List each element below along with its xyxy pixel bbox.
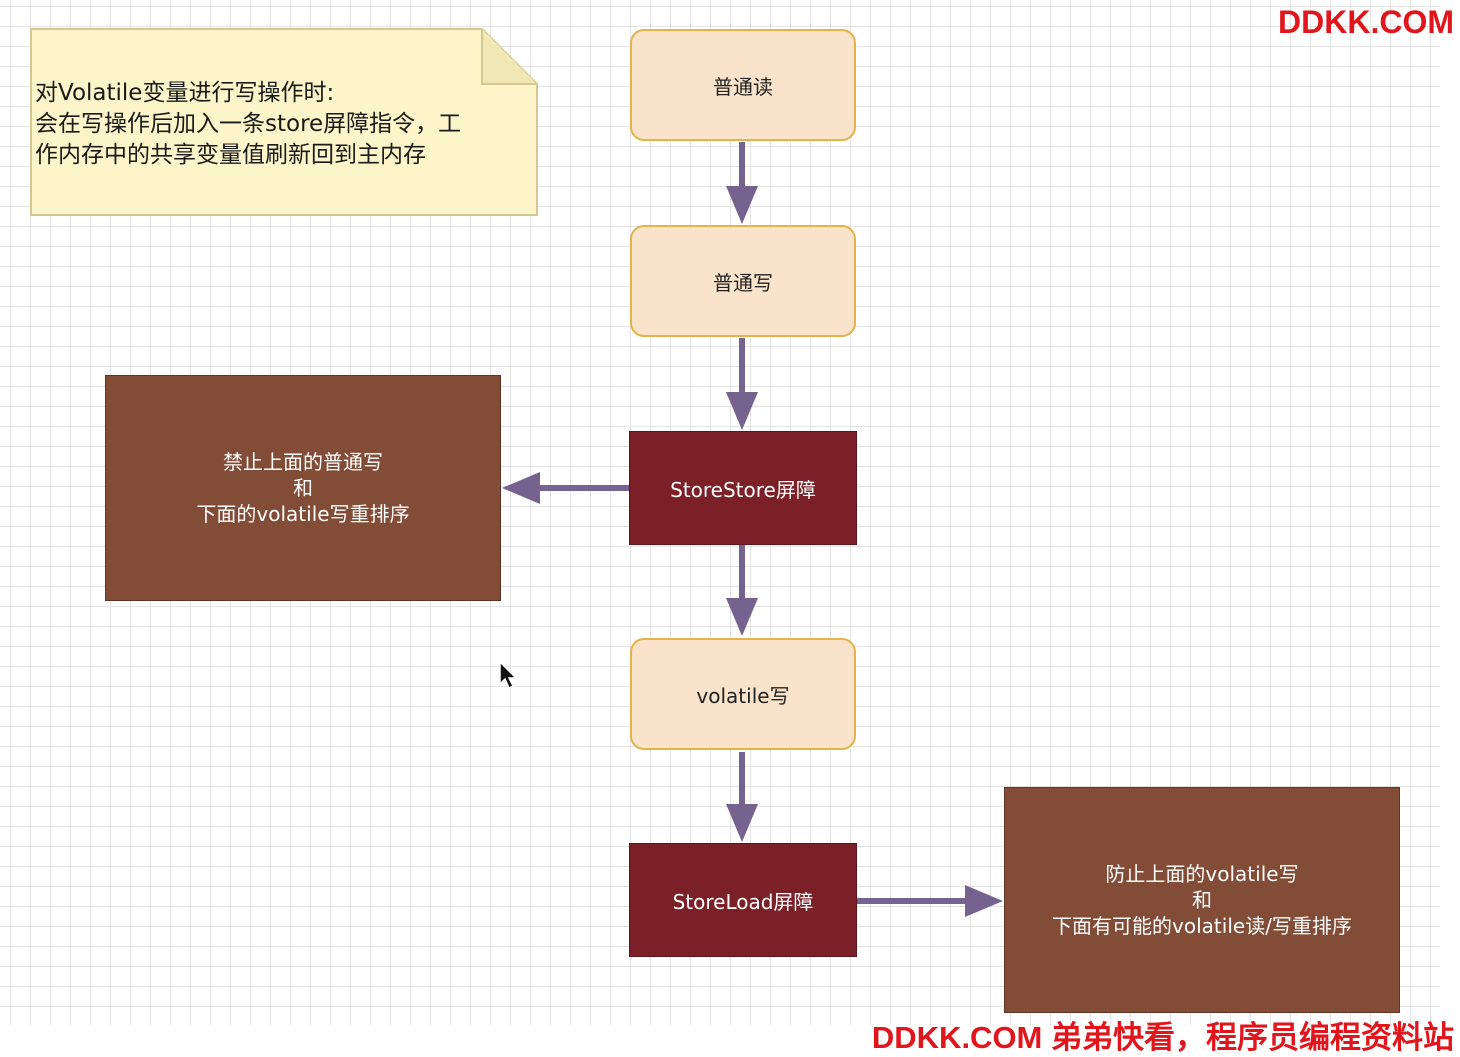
- storeload-desc-line-2: 和: [1192, 888, 1212, 912]
- arrowhead-read-to-write: [726, 186, 758, 224]
- note-line-2: 会在写操作后加入一条store屏障指令，工: [35, 111, 462, 137]
- storestore-desc-line-2: 和: [293, 476, 313, 500]
- node-storeload-barrier[interactable]: StoreLoad屏障: [629, 843, 857, 957]
- node-normal-read[interactable]: 普通读: [630, 29, 856, 141]
- watermark-bottom: DDKK.COM 弟弟快看，程序员编程资料站: [871, 1020, 1454, 1055]
- storeload-desc-line-3: 下面有可能的volatile读/写重排序: [1052, 914, 1352, 938]
- node-storestore-desc[interactable]: 禁止上面的普通写 和 下面的volatile写重排序: [105, 375, 501, 601]
- note-text: 对Volatile变量进行写操作时: 会在写操作后加入一条store屏障指令，工…: [35, 78, 525, 171]
- node-normal-write[interactable]: 普通写: [630, 225, 856, 337]
- storeload-desc-line-1: 防止上面的volatile写: [1105, 862, 1299, 886]
- node-storeload-barrier-label: StoreLoad屏障: [672, 889, 814, 914]
- node-volatile-write[interactable]: volatile写: [630, 638, 856, 750]
- node-normal-write-label: 普通写: [713, 270, 773, 295]
- node-storestore-barrier[interactable]: StoreStore屏障: [629, 431, 857, 545]
- node-normal-read-label: 普通读: [713, 74, 773, 99]
- arrowhead-storeload-to-desc: [965, 885, 1003, 917]
- arrowhead-write-to-storestore: [726, 392, 758, 430]
- storestore-desc-line-1: 禁止上面的普通写: [223, 450, 383, 474]
- note-shape: [30, 28, 538, 216]
- storestore-desc-line-3: 下面的volatile写重排序: [196, 502, 410, 526]
- node-volatile-write-label: volatile写: [696, 683, 790, 708]
- node-storeload-desc[interactable]: 防止上面的volatile写 和 下面有可能的volatile读/写重排序: [1004, 787, 1400, 1013]
- arrowhead-volatile-write-to-storeload: [726, 804, 758, 842]
- arrowhead-storestore-to-desc: [502, 472, 540, 504]
- mouse-pointer-icon: [498, 660, 520, 696]
- watermark-top: DDKK.COM: [1278, 4, 1454, 40]
- note-box: 对Volatile变量进行写操作时: 会在写操作后加入一条store屏障指令，工…: [30, 28, 538, 216]
- arrowhead-storestore-to-volatile-write: [726, 598, 758, 636]
- note-line-1: 对Volatile变量进行写操作时:: [35, 80, 335, 106]
- node-storestore-barrier-label: StoreStore屏障: [670, 477, 816, 502]
- note-line-3: 作内存中的共享变量值刷新回到主内存: [35, 142, 426, 168]
